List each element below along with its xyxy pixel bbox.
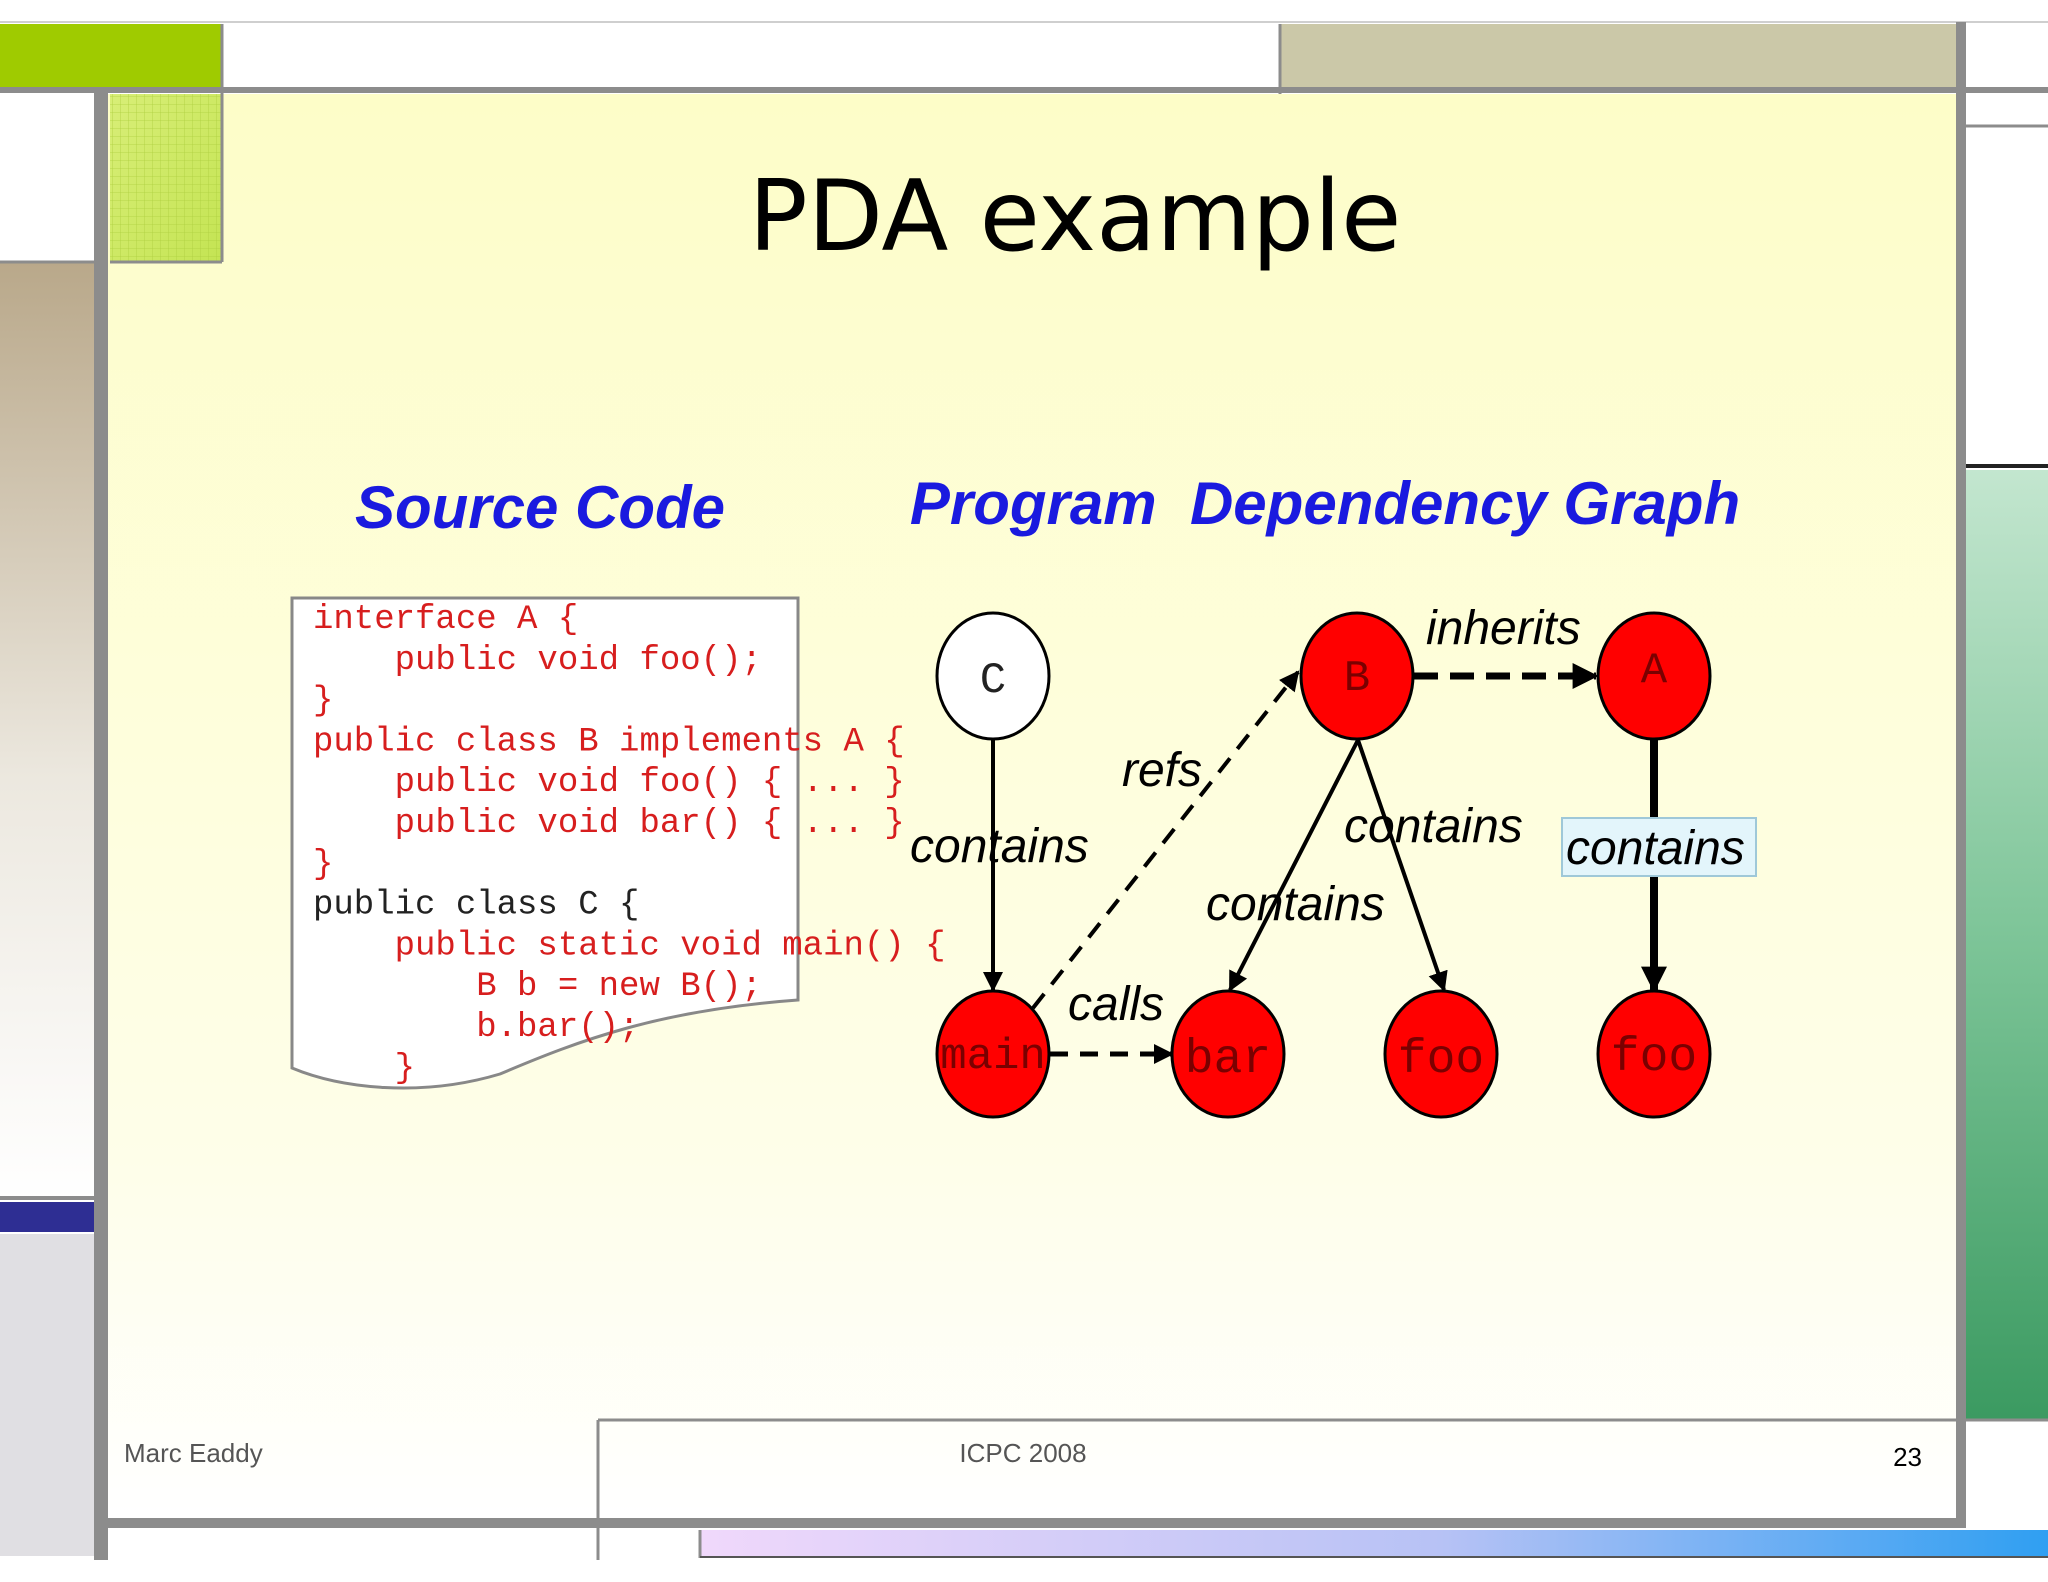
frame-bottom-gradient — [700, 1530, 2048, 1556]
edge-main-refs-b — [1031, 670, 1300, 1010]
code-line: } — [313, 846, 333, 884]
node-bar-label: bar — [1185, 1033, 1271, 1087]
frame-olive-block — [1280, 24, 1960, 90]
slide-number: 23 — [1893, 1442, 1922, 1472]
code-line: public void foo(); — [313, 642, 762, 680]
code-line: B b = new B(); — [313, 968, 762, 1006]
edge-label-a-contains-foo: contains — [1566, 822, 1745, 875]
page-title: PDA example — [749, 160, 1402, 274]
code-line: public class C { — [313, 887, 639, 925]
frame-bottom-bar — [98, 1518, 1966, 1528]
code-line: interface A { — [313, 601, 578, 639]
footer-author: Marc Eaddy — [124, 1438, 263, 1468]
footer-conference: ICPC 2008 — [959, 1438, 1086, 1468]
edge-b-contains-foo — [1356, 739, 1448, 992]
edge-label-b-contains-foo: contains — [1344, 800, 1523, 853]
graph-heading: Program Dependency Graph — [910, 470, 1740, 537]
edge-label-refs: refs — [1122, 744, 1202, 797]
node-b — [1299, 611, 1415, 741]
code-line: } — [313, 1050, 415, 1088]
frame-right-bar — [1956, 22, 1966, 1522]
node-c — [935, 611, 1051, 741]
node-foo-a — [1596, 989, 1712, 1119]
source-code-heading: Source Code — [355, 474, 725, 541]
node-main — [935, 989, 1051, 1119]
frame-left-gradient — [0, 262, 96, 1202]
frame-blue-block — [0, 1202, 96, 1232]
node-foo-a-label: foo — [1611, 1031, 1697, 1085]
node-foo-b — [1383, 989, 1499, 1119]
edge-label-c-contains: contains — [910, 820, 1089, 873]
edge-label-calls: calls — [1068, 978, 1164, 1031]
code-line: public void foo() { ... } — [313, 764, 905, 802]
code-line: } — [313, 683, 333, 721]
node-bar — [1170, 989, 1286, 1119]
frame-grid-texture — [110, 94, 222, 262]
code-block: interface A { public void foo();}public … — [313, 601, 946, 1088]
frame-green-block — [0, 24, 222, 90]
node-main-label: main — [940, 1032, 1046, 1082]
edge-b-contains-bar — [1228, 739, 1360, 992]
code-line: b.bar(); — [313, 1009, 639, 1047]
node-foo-b-label: foo — [1398, 1033, 1484, 1087]
node-c-label: C — [980, 656, 1006, 706]
node-a-label: A — [1641, 646, 1668, 696]
code-line: public void bar() { ... } — [313, 805, 905, 843]
edge-label-inherits: inherits — [1426, 602, 1581, 655]
code-line: public class B implements A { — [313, 723, 905, 761]
edge-label-highlight — [1561, 817, 1757, 877]
node-a — [1596, 611, 1712, 741]
code-line: public static void main() { — [313, 927, 946, 965]
node-b-label: B — [1344, 654, 1370, 704]
frame-right-gradient — [1962, 470, 2048, 1420]
frame-left-bar — [94, 90, 108, 1560]
edge-label-b-contains-bar: contains — [1206, 878, 1385, 931]
frame-gray-block — [0, 1234, 96, 1556]
code-document — [290, 596, 800, 1090]
